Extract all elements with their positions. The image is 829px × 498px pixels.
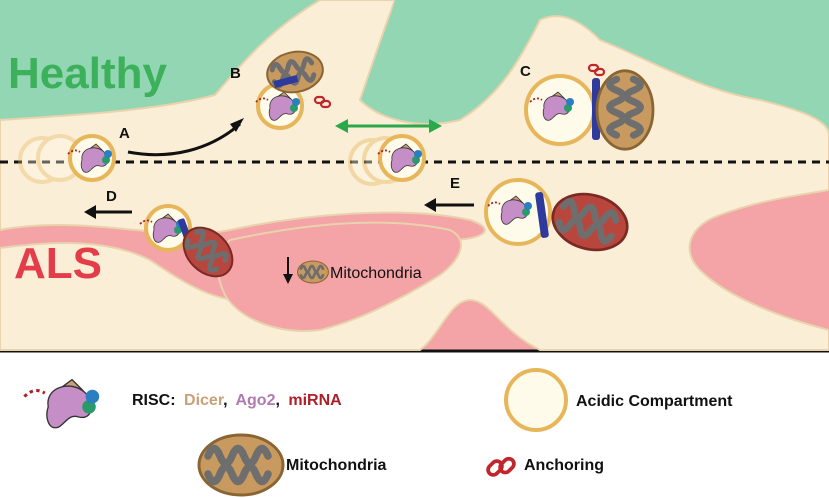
risc-ago2: Ago2: [235, 392, 275, 409]
middle-compartment-trail: [348, 134, 426, 186]
risc-dicer: Dicer: [184, 392, 224, 409]
acidic-compartment-icon: [504, 368, 568, 432]
arrow-a-head: [230, 118, 244, 132]
panel-c-compartment: [524, 63, 653, 149]
transport-arrow: [335, 119, 442, 133]
risc-sep2: ,: [275, 392, 279, 409]
arrow-e: [424, 198, 474, 212]
risc-sep1: ,: [223, 392, 227, 409]
panel-d-label: D: [106, 188, 117, 205]
als-label: ALS: [14, 239, 102, 288]
arrow-d: [84, 205, 132, 219]
panel-e-label: E: [450, 175, 460, 192]
panel-b-compartment: [255, 47, 332, 130]
arrow-a-to-b: [127, 122, 241, 157]
panel-a-compartment: [67, 134, 116, 182]
risc-mirna: miRNA: [288, 392, 342, 409]
healthy-label: Healthy: [8, 49, 167, 98]
panel-c-label: C: [520, 63, 531, 80]
mitochondria-annotation: Mitochondria: [330, 265, 422, 282]
panel-e-compartment: [484, 178, 634, 258]
panel-d-compartment: [139, 204, 242, 286]
acidic-compartment-legend-label: Acidic Compartment: [576, 393, 733, 410]
legend-area: [0, 350, 829, 498]
risc-prefix: RISC:: [132, 392, 176, 409]
down-arrow-icon: [283, 257, 293, 284]
als-gap: [217, 221, 462, 332]
healthy-gap: [375, 0, 480, 104]
panel-a-label: A: [119, 125, 130, 142]
risc-legend-label: RISC: Dicer, Ago2, miRNA: [132, 392, 342, 409]
anchoring-legend-label: Anchoring: [524, 457, 604, 474]
mito-annotation-icon: [296, 259, 330, 285]
panel-b-label: B: [230, 65, 241, 82]
mitochondrion-icon: [199, 435, 283, 495]
mitochondria-legend-label: Mitochondria: [286, 457, 387, 474]
